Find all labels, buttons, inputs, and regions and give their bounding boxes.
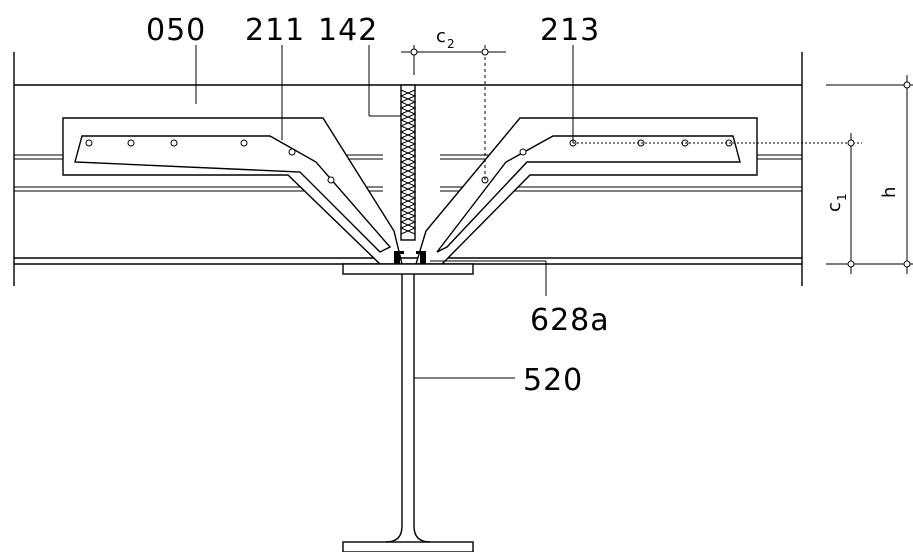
label-213: 213 xyxy=(540,13,600,48)
label-142: 142 xyxy=(318,13,378,48)
dim-c1-group: c 1 xyxy=(824,193,849,212)
left-rebar-211 xyxy=(74,135,392,253)
leader-lines xyxy=(195,45,574,379)
dim-c2-sub: 2 xyxy=(447,37,455,51)
dimension-c2 xyxy=(401,45,506,180)
dim-h-group: h xyxy=(879,187,900,198)
steel-beam xyxy=(342,263,474,552)
dimension-c1-h xyxy=(573,75,913,274)
rebar-dots xyxy=(85,139,733,184)
bearing-bracket xyxy=(394,251,426,264)
label-520: 520 xyxy=(523,363,583,398)
dim-c1-main: c xyxy=(824,202,845,212)
label-050: 050 xyxy=(146,13,206,48)
right-bent-element xyxy=(415,117,758,265)
label-628a: 628a xyxy=(530,303,610,338)
right-rebar-213 xyxy=(436,135,741,253)
label-211: 211 xyxy=(245,13,305,48)
dim-h: h xyxy=(879,187,900,198)
dim-c1-sub: 1 xyxy=(835,193,849,201)
insulation-strip xyxy=(399,84,417,241)
dim-c2-main: c xyxy=(436,26,446,47)
